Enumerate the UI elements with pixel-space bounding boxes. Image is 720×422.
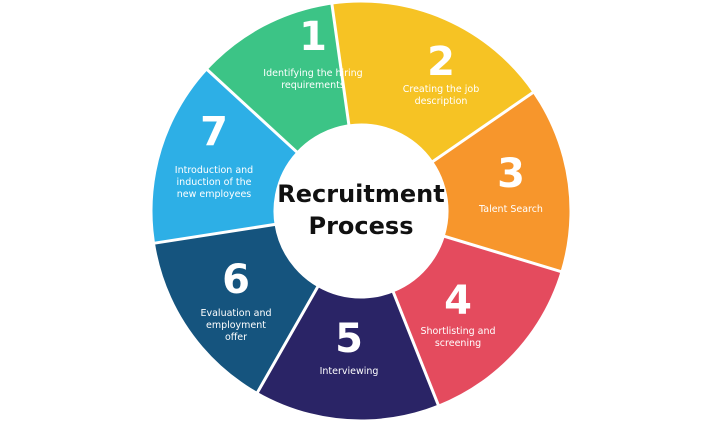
segments-group [149, 0, 573, 422]
step-5-label-line-1: Interviewing [320, 366, 379, 377]
step-7-label-line-3: new employees [177, 189, 252, 200]
step-3-number: 3 [497, 151, 525, 197]
step-7-label-line-2: induction of the [177, 177, 252, 188]
step-1-label-line-2: requirements [281, 80, 345, 91]
step-4-label-line-1: Shortlisting and [420, 326, 495, 337]
step-6-number: 6 [222, 257, 250, 303]
step-7-label-line-1: Introduction and [175, 165, 253, 176]
step-6-label-line-2: employment [206, 320, 266, 331]
step-2-number: 2 [427, 39, 455, 85]
step-1-label-line-1: Identifying the hiring [263, 68, 362, 79]
step-4-number: 4 [444, 278, 472, 324]
center-circle [275, 125, 447, 297]
step-3-label-line-1: Talent Search [478, 204, 543, 215]
step-6-label-line-1: Evaluation and [200, 308, 271, 319]
step-5-number: 5 [335, 316, 363, 362]
step-7-number: 7 [200, 109, 228, 155]
center-title-line-1: Recruitment [277, 180, 444, 208]
step-4-label-line-2: screening [435, 338, 481, 349]
step-6-label-line-3: offer [225, 332, 247, 343]
center-title-line-2: Process [309, 212, 414, 240]
step-2-label-line-1: Creating the job [403, 84, 480, 95]
step-2-label-line-2: description [415, 96, 468, 107]
outer-ring [150, 0, 572, 422]
step-1-number: 1 [299, 14, 327, 60]
